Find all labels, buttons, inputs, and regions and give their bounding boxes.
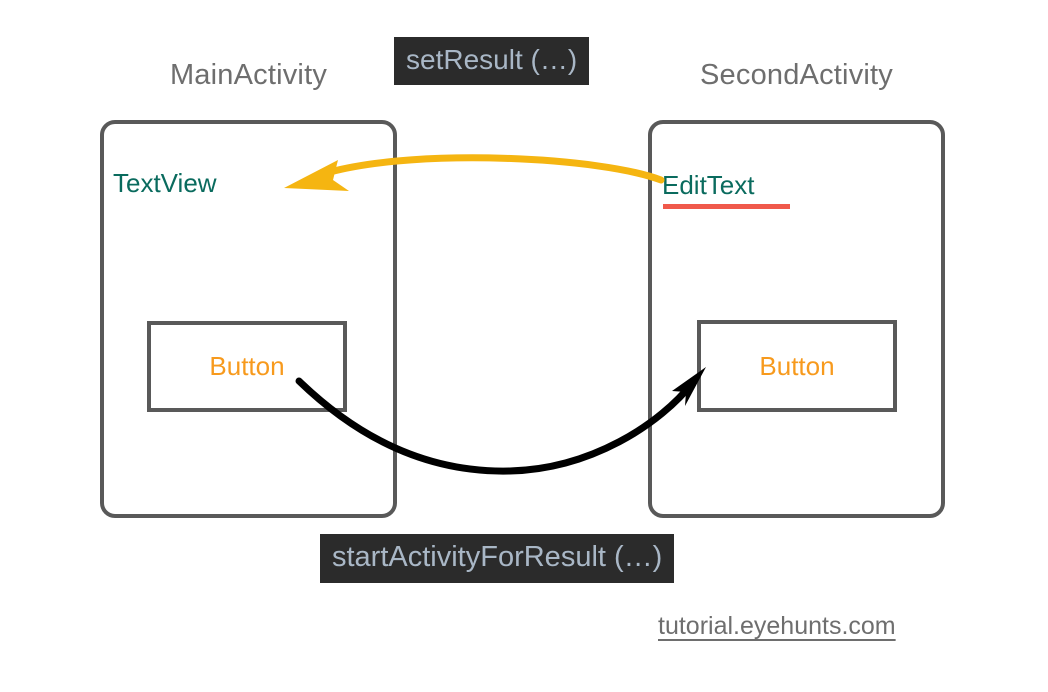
widget-textview-label: TextView <box>113 168 217 198</box>
activity-title-main: MainActivity <box>169 59 328 91</box>
widget-edittext-underline <box>663 204 790 209</box>
widget-button-second[interactable]: Button <box>697 320 897 412</box>
widget-button-second-label: Button <box>759 350 835 381</box>
activity-frame-main <box>100 120 397 518</box>
footer-watermark-link[interactable]: tutorial.eyehunts.com <box>658 612 896 640</box>
activity-frame-second <box>648 120 945 518</box>
widget-button-main[interactable]: Button <box>147 321 347 412</box>
activity-title-second: SecondActivity <box>700 59 893 91</box>
method-label-set-result: setResult (…) <box>394 37 590 85</box>
method-label-start-activity-for-result: startActivityForResult (…) <box>320 534 675 583</box>
widget-button-main-label: Button <box>209 351 285 381</box>
widget-edittext-label: EditText <box>662 170 755 200</box>
